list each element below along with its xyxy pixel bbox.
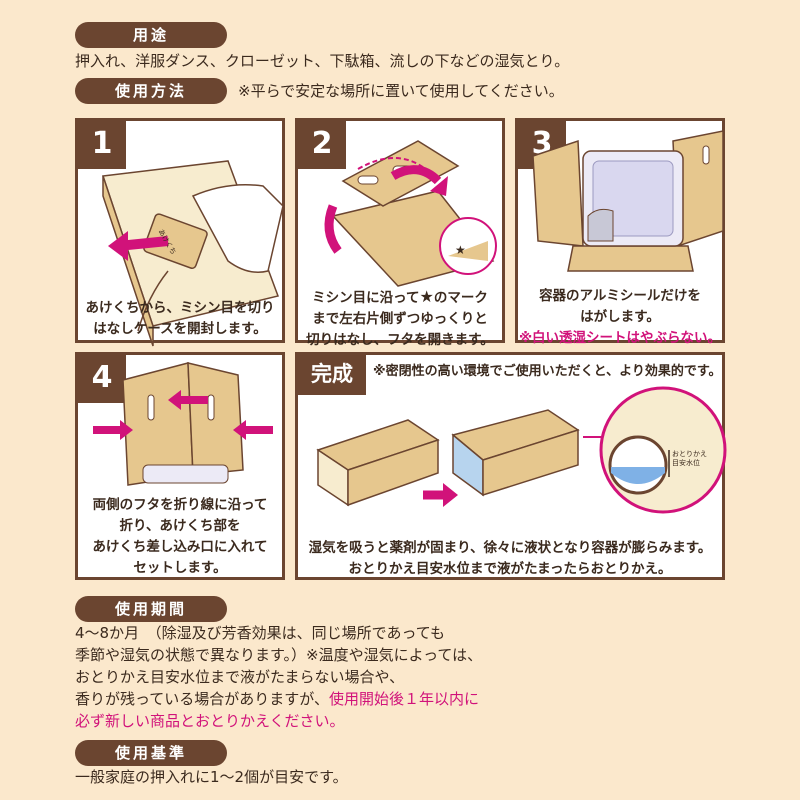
step-3-caption: 容器のアルミシールだけを はがします。 ※白い透湿シートはやぶらない。: [518, 286, 722, 349]
svg-text:★: ★: [455, 243, 466, 257]
use-text: 押入れ、洋服ダンス、クローゼット、下駄箱、流しの下などの湿気とり。: [75, 52, 570, 70]
howto-heading: 使用方法: [75, 78, 227, 104]
step-number: 1: [78, 121, 126, 169]
step-3-warning: ※白い透湿シートはやぶらない。: [518, 330, 722, 346]
step-1-illustration: [101, 160, 284, 347]
standard-text: 一般家庭の押入れに1～2個が目安です。: [75, 768, 348, 786]
step-2-illustration: ★: [324, 140, 497, 287]
period-line-5: 必ず新しい商品とおとりかえください。: [75, 712, 345, 730]
step-2-panel: 2 ★ ミシン目に沿って★のマーク まで左右片側ずつゆっくりと 切りはなし、フタ…: [295, 118, 505, 348]
step-number: 4: [78, 355, 126, 403]
complete-caption: 湿気を吸うと薬剤が固まり、徐々に液状となり容器が膨らみます。 おとりかえ目安水位…: [308, 540, 712, 577]
star-icon: ★: [419, 287, 434, 306]
standard-heading: 使用基準: [75, 740, 227, 766]
period-line-2: 季節や湿気の状態で異なります。）※温度や湿気によっては、: [75, 646, 483, 664]
complete-panel: 完成 ※密閉性の高い環境でご使用いただくと、より効果的です。 おとりかえ 目安水…: [295, 352, 727, 580]
howto-note: ※平らで安定な場所に置いて使用してください。: [238, 82, 564, 100]
step-1-caption: あけくちから、ミシン目を切り はなしケースを開封します。: [85, 300, 275, 337]
step-2-caption: ミシン目に沿って★のマーク まで左右片側ずつゆっくりと 切りはなし、フタを開きま…: [306, 287, 494, 348]
period-heading: 使用期間: [75, 596, 227, 622]
step-3-panel: 3 容器のアルミシールだけを はがします。 ※白い透湿シートはやぶらない。: [515, 118, 725, 346]
step-4-caption: 両側のフタを折り線に沿って 折り、あけくち部を あけくち差し込み口に入れて セッ…: [92, 497, 268, 576]
complete-label: 完成: [298, 355, 366, 395]
period-line-3: おとりかえ目安水位まで液がたまらない場合や、: [75, 668, 405, 686]
step-4-illustration: [93, 362, 273, 486]
period-line-4: 香りが残っている場合がありますが、使用開始後１年以内に: [75, 690, 479, 708]
period-line-1: 4～8か月 （除湿及び芳香効果は、同じ場所であっても: [75, 624, 445, 642]
step-1-panel: 1 あけくち あけくちから、ミシン目を切り はなしケースを開封します。: [75, 118, 285, 347]
complete-illustration: [316, 386, 727, 514]
use-heading: 用途: [75, 22, 227, 48]
complete-note: ※密閉性の高い環境でご使用いただくと、より効果的です。: [373, 364, 722, 379]
gauge-label: おとりかえ 目安水位: [672, 450, 707, 467]
step-number: 2: [298, 121, 346, 169]
step-4-panel: 4 両側のフタを折り線に沿って 折り、あけくち部を あけくち差し込み口に入れて …: [75, 352, 285, 580]
step-3-illustration: [532, 130, 724, 272]
